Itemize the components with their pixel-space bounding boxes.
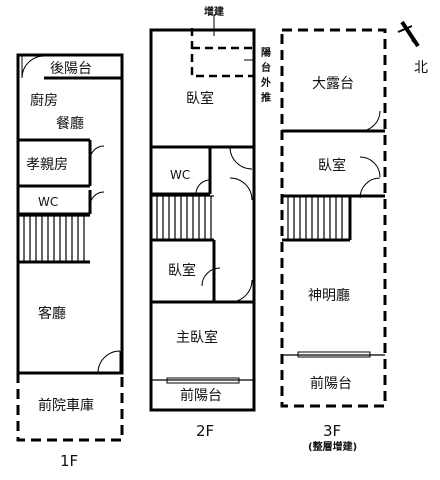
label-floor-1f: 1F [60,452,78,470]
label-3f-front-balcony: 前陽台 [310,375,352,392]
label-3f-shrine: 神明廳 [308,287,350,304]
label-2f-front-balcony: 前陽台 [180,387,222,404]
label-3f-sublabel: (整層增建) [308,440,357,453]
floor-2f [149,14,256,412]
label-2f-addition: 增建 [204,5,225,18]
label-floor-3f: 3F [323,422,341,440]
label-2f-bedroom-mid: 臥室 [168,262,196,279]
label-2f-bedroom-top: 臥室 [186,90,214,107]
label-3f-terrace: 大露台 [312,76,354,92]
floor-1f [16,53,124,442]
label-2f-wc: WC [170,168,190,182]
label-2f-balcony-note-3: 外 [260,76,271,89]
label-2f-master: 主臥室 [176,329,218,346]
label-1f-front-garage: 前院車庫 [38,397,94,414]
label-floor-2f: 2F [196,422,214,440]
compass [397,20,420,48]
label-1f-living: 客廳 [38,305,66,322]
label-1f-wc: WC [38,195,58,209]
label-2f-balcony-note-1: 陽 [261,47,271,59]
floor-3f [280,28,387,408]
label-compass-north: 北 [414,60,428,76]
label-1f-parents-room: 孝親房 [26,157,68,173]
label-2f-balcony-note-4: 推 [261,91,271,104]
label-1f-dining: 餐廳 [56,115,84,132]
north-arrow-icon [411,39,419,47]
label-1f-back-balcony: 後陽台 [50,61,92,77]
label-3f-bedroom: 臥室 [318,157,346,174]
label-2f-balcony-note-2: 台 [261,61,271,74]
label-1f-kitchen: 廚房 [30,92,58,109]
